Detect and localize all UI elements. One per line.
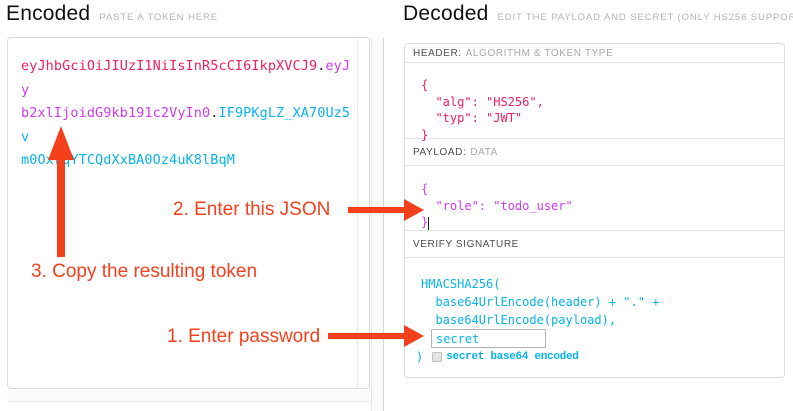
- hmac-pseudocode: HMACSHA256( base64UrlEncode(header) + ".…: [421, 277, 660, 327]
- secret-input[interactable]: [431, 329, 546, 348]
- decoded-subtitle: EDIT THE PAYLOAD AND SECRET (ONLY HS256 …: [497, 12, 793, 23]
- token-header-segment: eyJhbGciOiJIUzI1NiIsInR5cCI6IkpXVCJ9: [21, 58, 318, 74]
- verify-signature-area: HMACSHA256( base64UrlEncode(header) + ".…: [405, 258, 784, 377]
- verify-signature-label: VERIFY SIGNATURE: [413, 238, 519, 250]
- verify-signature-section-label: VERIFY SIGNATURE: [405, 231, 784, 258]
- encoded-title: Encoded: [6, 2, 91, 25]
- base64-encoded-checkbox-label[interactable]: secret base64 encoded: [446, 351, 579, 363]
- annotation-step1-text: 1. Enter password: [167, 326, 321, 347]
- annotation-step3-text: 3. Copy the resulting token: [31, 261, 258, 282]
- header-json-code: { "alg": "HS256", "typ": "JWT" }: [421, 78, 544, 142]
- decoded-panel: HEADER: ALGORITHM & TOKEN TYPE { "alg": …: [404, 43, 785, 378]
- decoded-title: Decoded: [403, 2, 489, 25]
- encoded-header: Encoded PASTE A TOKEN HERE: [6, 2, 218, 26]
- jwt-token-text: eyJhbGciOiJIUzI1NiIsInR5cCI6IkpXVCJ9.eyJ…: [21, 55, 353, 173]
- closing-paren: ): [416, 350, 424, 364]
- payload-json-code: { "role": "todo_user" }: [421, 182, 573, 229]
- payload-section-label: PAYLOAD: DATA: [405, 139, 784, 166]
- annotation-step1-arrow-shaft: [328, 333, 406, 339]
- token-payload-segment: eyJy: [21, 58, 351, 98]
- token-signature-segment: m0OxrqYTCQdXxBA0Oz4uK8lBqM: [21, 152, 235, 168]
- header-section-label: HEADER: ALGORITHM & TOKEN TYPE: [405, 44, 784, 63]
- token-payload-segment: b2xlIjoidG9kb191c2VyIn0: [21, 105, 211, 121]
- annotation-step2-arrow-head: [404, 199, 424, 221]
- encoded-token-editor[interactable]: eyJhbGciOiJIUzI1NiIsInR5cCI6IkpXVCJ9.eyJ…: [7, 37, 370, 389]
- signature-footer-row: ) secret base64 encoded: [416, 351, 579, 363]
- token-signature-segment: IF9PKgLZ_XA70Uz5v: [21, 105, 351, 145]
- header-json-editor[interactable]: { "alg": "HS256", "typ": "JWT" }: [405, 63, 784, 142]
- decoded-header: Decoded EDIT THE PAYLOAD AND SECRET (ONL…: [403, 2, 793, 26]
- annotation-step3-arrow-shaft: [57, 158, 65, 257]
- header-label-rest: ALGORITHM & TOKEN TYPE: [465, 47, 614, 59]
- annotation-step1-arrow-head: [404, 325, 424, 347]
- payload-label-rest: DATA: [470, 146, 498, 158]
- token-separator-dot: .: [210, 105, 219, 121]
- header-label-strong: HEADER:: [413, 47, 462, 59]
- text-cursor: [428, 217, 430, 230]
- annotation-step2-arrow-shaft: [348, 207, 406, 213]
- scrollbar-gutter-divider: [357, 38, 358, 388]
- payload-json-editor[interactable]: { "role": "todo_user" }: [405, 166, 784, 231]
- base64-encoded-checkbox[interactable]: [432, 352, 443, 362]
- annotation-step2-text: 2. Enter this JSON: [173, 199, 331, 220]
- annotation-step3-arrow-head: [48, 126, 74, 160]
- vertical-scrollbar-track[interactable]: [371, 38, 384, 411]
- payload-label-strong: PAYLOAD:: [413, 146, 467, 158]
- token-separator-dot: .: [317, 58, 326, 74]
- encoded-subtitle: PASTE A TOKEN HERE: [99, 12, 218, 23]
- horizontal-scrollbar-track[interactable]: [7, 390, 370, 402]
